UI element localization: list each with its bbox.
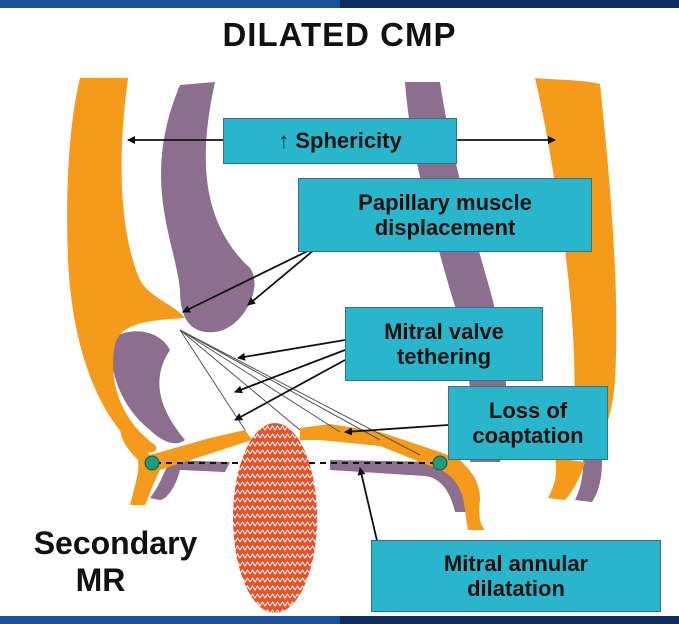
annular-dilatation-label: Mitral annular dilatation: [371, 540, 661, 612]
annulus-node-left: [145, 456, 159, 470]
coaptation-line1: Loss of: [489, 398, 567, 423]
coaptation-line2: coaptation: [472, 423, 583, 448]
annular-line2: dilatation: [467, 576, 565, 601]
tethering-line1: Mitral valve: [384, 319, 504, 344]
papillary-displacement-label: Papillary muscle displacement: [298, 178, 592, 252]
regurgitant-jet: [233, 423, 317, 613]
tethering-line2: tethering: [397, 344, 491, 369]
annular-line1: Mitral annular: [444, 551, 588, 576]
sphericity-label: ↑ Sphericity: [223, 118, 457, 164]
mitral-tethering-label: Mitral valve tethering: [345, 307, 543, 381]
papillary-line1: Papillary muscle: [358, 190, 532, 215]
annulus-node-right: [433, 456, 447, 470]
secondary-line1: Secondary: [8, 525, 223, 562]
loss-of-coaptation-label: Loss of coaptation: [448, 386, 608, 460]
sphericity-text: ↑ Sphericity: [278, 128, 401, 153]
secondary-mr-label: Secondary MR: [8, 525, 223, 599]
secondary-line2: MR: [0, 562, 223, 599]
papillary-line2: displacement: [375, 215, 516, 240]
